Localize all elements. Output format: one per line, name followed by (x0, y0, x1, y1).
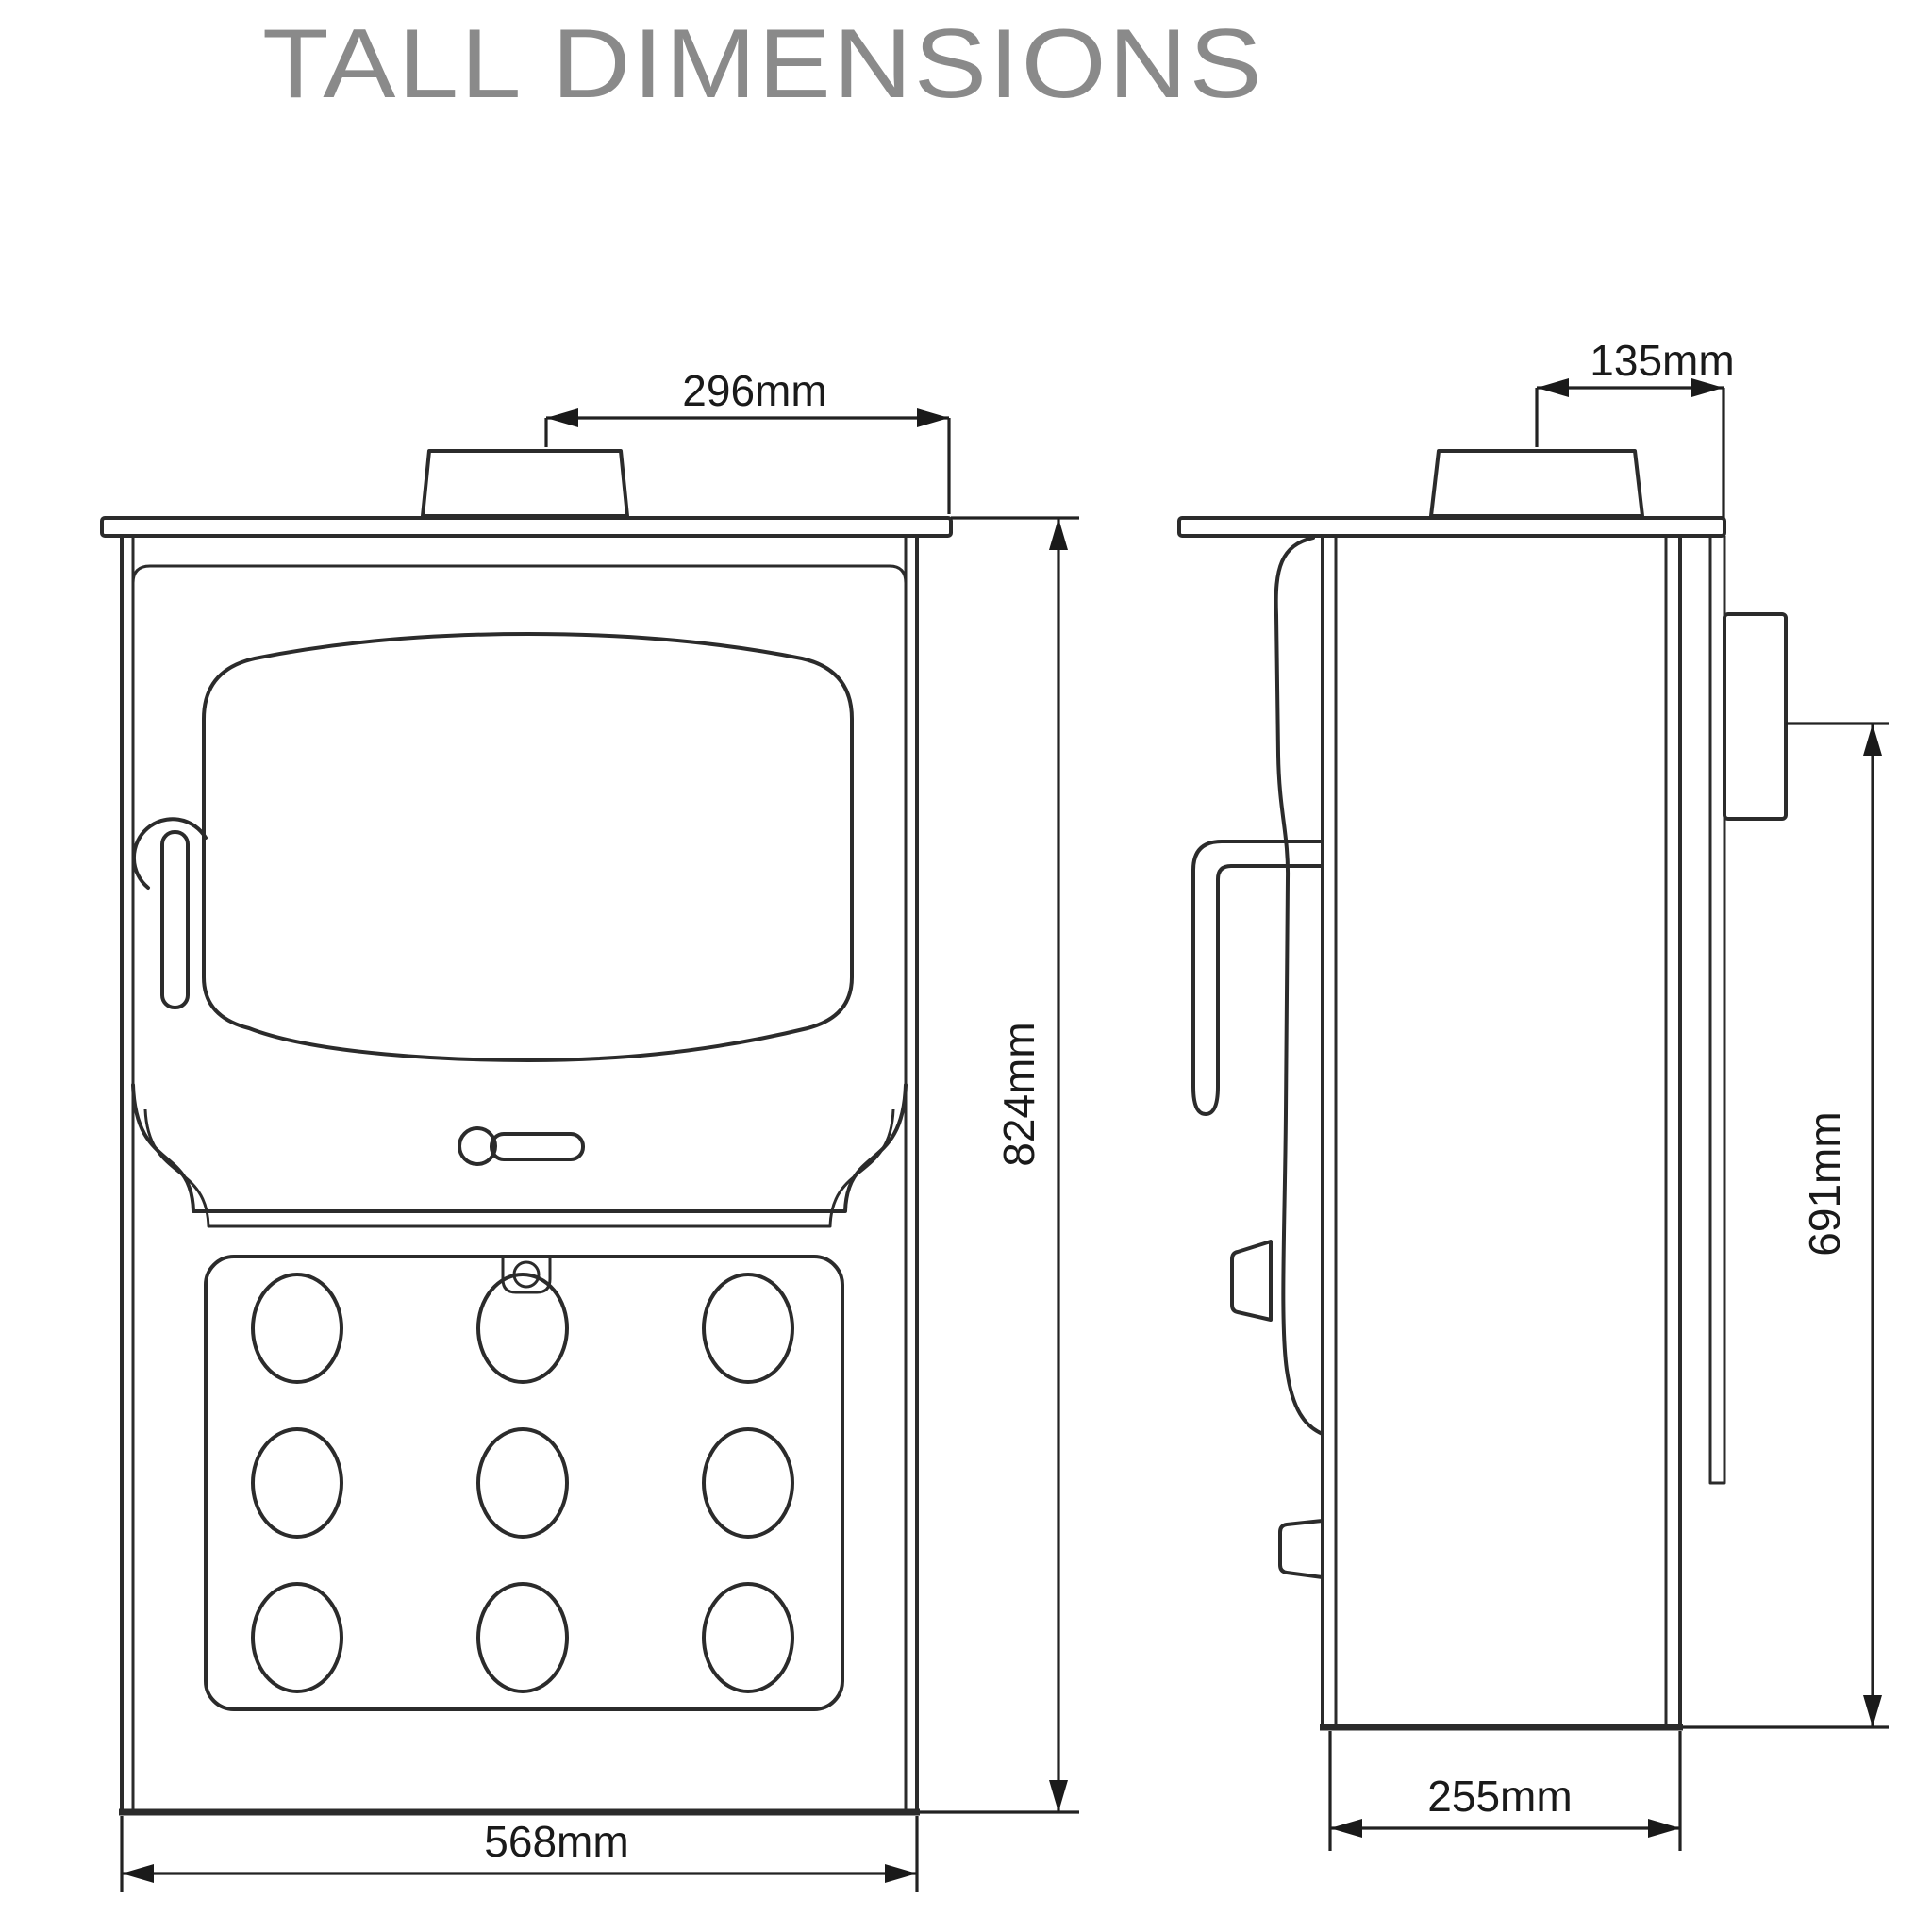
dim-255-label: 255mm (1427, 1772, 1572, 1821)
side-air-control-knob (1230, 1240, 1273, 1322)
dim-overall-width: 568mm (120, 1816, 919, 1892)
dim-691-label: 691mm (1800, 1111, 1849, 1256)
front-door-latch (458, 1126, 585, 1166)
dim-overall-height: 824mm (920, 516, 1079, 1814)
front-door-handle (131, 817, 208, 1009)
dim-flue-centre-to-rear: 135mm (1535, 336, 1735, 518)
front-panel-holes (251, 1273, 794, 1693)
side-flue-collar (1429, 449, 1644, 518)
page-title: TALL DIMENSIONS (262, 9, 1264, 119)
front-body (119, 534, 920, 1816)
front-door (131, 564, 908, 1228)
dim-rear-flue-height: 691mm (1683, 722, 1889, 1729)
side-body (1320, 534, 1683, 1731)
side-rear-flue-outlet (1723, 612, 1788, 821)
front-top-plate (100, 516, 953, 538)
side-heat-shield (1708, 536, 1726, 1485)
front-lower-panel (204, 1255, 844, 1711)
dim-824-label: 824mm (994, 1022, 1043, 1166)
dim-overall-depth: 255mm (1328, 1731, 1682, 1851)
dim-135-label: 135mm (1590, 336, 1734, 385)
dim-flue-collar-width: 296mm (544, 366, 951, 514)
side-view: 135mm 691mm 255mm (1177, 336, 1889, 1851)
dim-568-label: 568mm (484, 1817, 628, 1866)
side-door-profile (1274, 536, 1324, 1436)
side-door-handle (1191, 840, 1324, 1116)
front-door-window (202, 632, 854, 1062)
dim-296-label: 296mm (682, 366, 826, 415)
front-flue-collar (421, 449, 629, 518)
front-view: 296mm 824mm 568mm (100, 366, 1079, 1892)
side-top-plate (1177, 516, 1726, 538)
side-lower-knob (1278, 1519, 1324, 1579)
